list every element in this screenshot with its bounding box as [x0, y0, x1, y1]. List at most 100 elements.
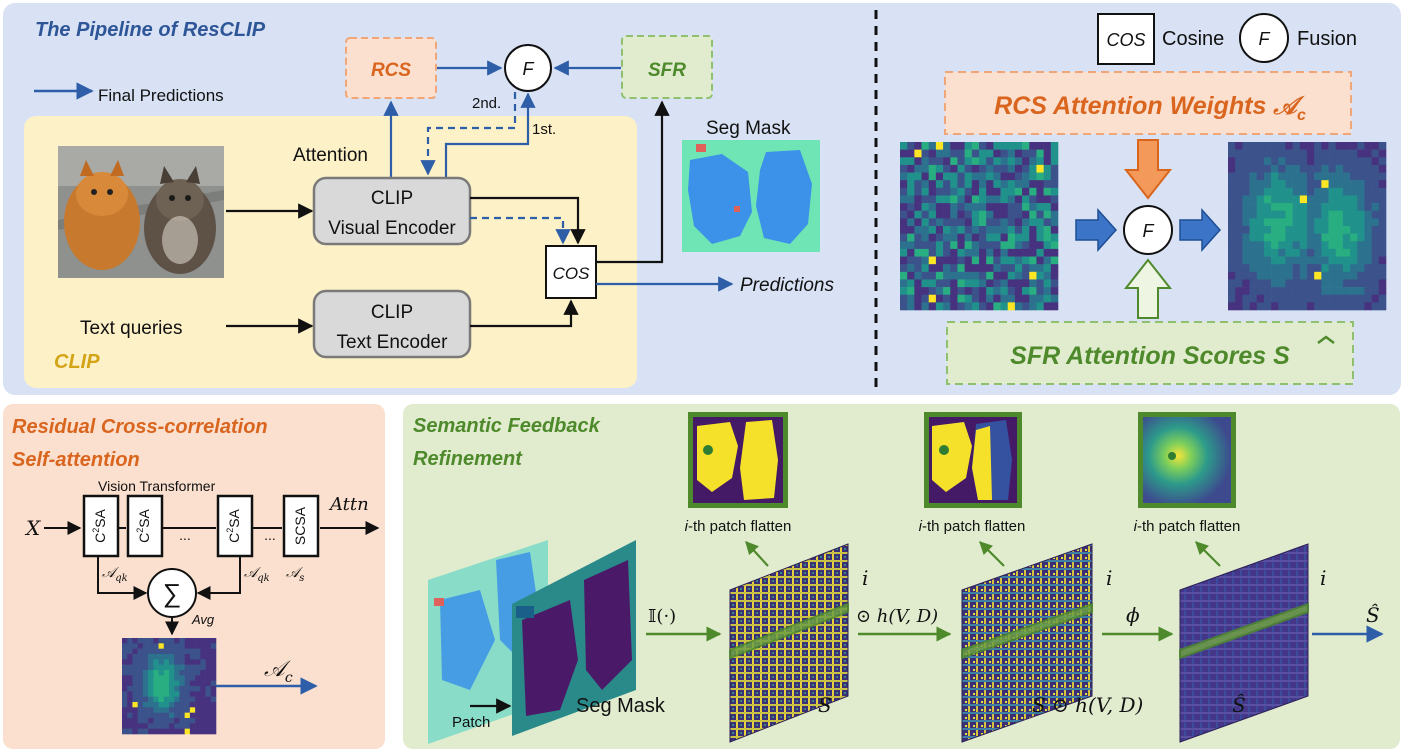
heatmap-cell: [979, 203, 987, 212]
heatmap-cell: [158, 654, 165, 660]
heatmap-cell: [1307, 149, 1315, 158]
heatmap-cell: [1357, 302, 1365, 311]
heatmap-cell: [1036, 149, 1044, 158]
heatmap-cell: [1228, 248, 1236, 257]
heatmap-cell: [1321, 271, 1329, 280]
legend-fusion-label: Fusion: [1297, 28, 1357, 50]
heatmap-cell: [153, 638, 159, 644]
heatmap-cell: [137, 718, 144, 724]
heatmap-cell: [1036, 142, 1044, 150]
sfr-title-line2: Refinement: [413, 448, 523, 470]
heatmap-cell: [1043, 195, 1052, 204]
heatmap-cell: [1378, 233, 1387, 242]
heatmap-cell: [1292, 157, 1301, 166]
heatmap-cell: [1029, 149, 1037, 158]
heatmap-cell: [935, 279, 944, 288]
heatmap-cell: [1022, 271, 1030, 280]
heatmap-cell: [1000, 164, 1009, 173]
heatmap-cell: [179, 664, 185, 671]
heatmap-cell: [153, 643, 159, 649]
heatmap-cell: [1335, 187, 1344, 196]
heatmap-cell: [195, 723, 201, 729]
sfr-scores-box: [946, 321, 1354, 385]
heatmap-cell: [169, 659, 175, 665]
heatmap-cell: [127, 691, 133, 697]
heatmap-cell: [921, 195, 930, 204]
heatmap-cell: [205, 696, 212, 703]
heatmap-cell: [1328, 302, 1337, 311]
heatmap-cell: [1043, 233, 1052, 242]
heatmap-cell: [1350, 294, 1358, 303]
arrow-first-pass: [444, 92, 536, 178]
heatmap-cell: [1022, 157, 1030, 166]
heatmap-cell: [1228, 142, 1236, 150]
heatmap-cell: [132, 654, 138, 660]
heatmap-cell: [1321, 279, 1329, 288]
heatmap-cell: [1321, 164, 1329, 173]
heatmap-cell: [1314, 226, 1322, 234]
attention-label: Attention: [293, 145, 368, 166]
heatmap-cell: [943, 172, 951, 181]
heatmap-cell: [153, 718, 159, 724]
heatmap-cell: [1249, 271, 1258, 280]
heatmap-cell: [205, 638, 212, 644]
heatmap-cell: [1278, 142, 1286, 150]
heatmap-cell: [189, 723, 196, 729]
heatmap-cell: [1014, 226, 1023, 234]
heatmap-cell: [1235, 256, 1243, 265]
heatmap-cell: [179, 654, 185, 660]
heatmap-cell: [979, 142, 987, 150]
attn-label: Attn: [328, 494, 369, 515]
heatmap-cell: [174, 702, 180, 708]
heatmap-cell: [142, 707, 149, 713]
i-label-2: i: [1106, 566, 1112, 590]
heatmap-cell: [928, 294, 937, 303]
heatmap-cell: [174, 638, 180, 644]
heatmap-cell: [1014, 218, 1023, 227]
heatmap-cell: [943, 279, 951, 288]
heatmap-cell: [914, 210, 922, 219]
heatmap-cell: [1242, 264, 1250, 273]
heatmap-cell: [1235, 149, 1243, 158]
heatmap-cell: [1314, 164, 1322, 173]
heatmap-cell: [957, 233, 965, 242]
heatmap-cell: [943, 180, 951, 189]
heatmap-cell: [1271, 233, 1279, 242]
heatmap-cell: [1249, 172, 1258, 181]
heatmap-cell: [1278, 256, 1286, 265]
heatmap-cell: [914, 142, 922, 150]
heatmap-cell: [1364, 203, 1372, 212]
heatmap-cell: [127, 702, 133, 708]
heatmap-cell: [169, 638, 175, 644]
heatmap-cell: [964, 195, 973, 204]
heatmap-cell: [1007, 248, 1016, 257]
heatmap-cell: [950, 271, 958, 280]
heatmap-cell: [1314, 195, 1322, 204]
heatmap-cell: [964, 210, 973, 219]
heatmap-cell: [1036, 294, 1044, 303]
heatmap-cell: [137, 664, 144, 671]
heatmap-cell: [935, 248, 944, 257]
fusion-panel-node: [1123, 205, 1173, 255]
heatmap-cell: [153, 707, 159, 713]
heatmap-cell: [132, 728, 138, 735]
patch-thumbnail-1: [688, 412, 788, 508]
heatmap-cell: [122, 696, 128, 703]
heatmap-cell: [127, 643, 133, 649]
heatmap-cell: [971, 226, 980, 234]
heatmap-cell: [943, 149, 951, 158]
heatmap-cell: [153, 659, 159, 665]
heatmap-cell: [1278, 248, 1286, 257]
heatmap-cell: [205, 723, 212, 729]
heatmap-cell: [928, 180, 937, 189]
heatmap-cell: [914, 218, 922, 227]
heatmap-cell: [1335, 279, 1344, 288]
heatmap-cell: [122, 654, 128, 660]
heatmap-cell: [921, 172, 930, 181]
heatmap-cell: [1256, 294, 1265, 303]
heatmap-cell: [986, 302, 994, 311]
heatmap-cell: [1357, 187, 1365, 196]
heatmap-cell: [1371, 142, 1380, 150]
matrix-s-hat: [1179, 543, 1309, 743]
